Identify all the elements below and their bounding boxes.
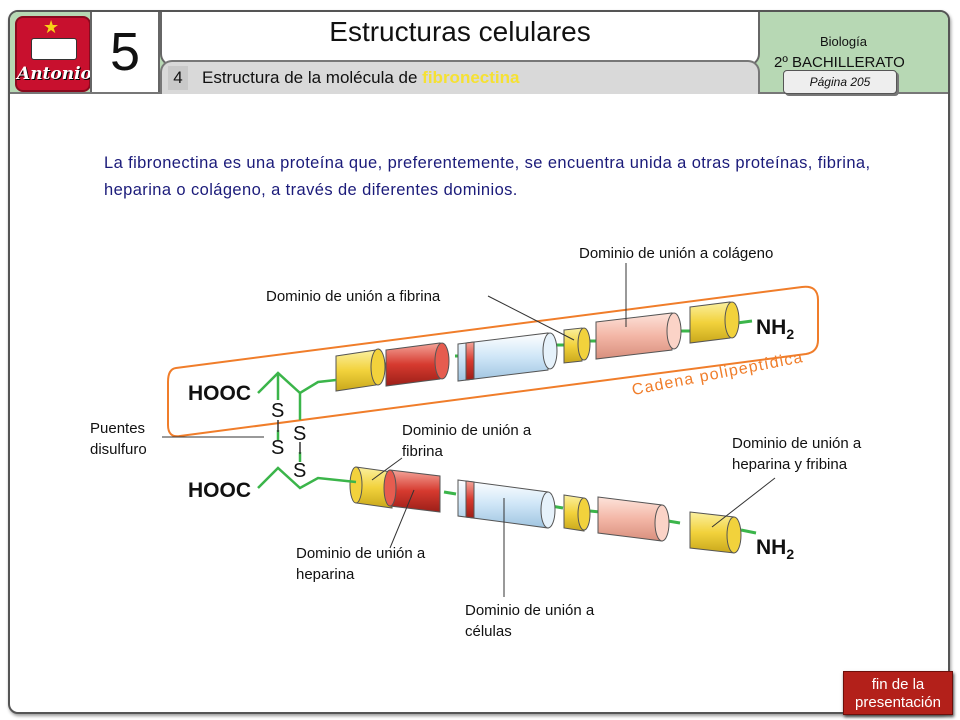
top-yellow-domain-2 [689, 301, 740, 344]
sulfur-2: S [293, 423, 306, 445]
bottom-yellow-domain-1 [349, 466, 393, 509]
bottom-heparin-domain [383, 469, 441, 513]
logo-area: ★ Antonio [10, 12, 92, 92]
label-disulfide-bridges: Puentes disulfuro [90, 420, 147, 458]
bottom-fibrin-domain [563, 494, 591, 532]
page-badge: Página 205 [783, 70, 897, 94]
end-button-line1: fin de la [871, 676, 925, 693]
star-icon: ★ [43, 17, 60, 37]
bottom-chain-cylinders [349, 466, 742, 554]
logo-text: Antonio [17, 64, 92, 84]
sulfur-4: S [293, 460, 306, 482]
nh2-top-main: NH [756, 316, 786, 339]
section-title: Estructura de la molécula de fibronectin… [202, 66, 519, 90]
sulfur-1: S [271, 400, 284, 422]
disulfide-bond-lines [257, 371, 357, 490]
bottom-collagen-domain [597, 496, 670, 542]
label-collagen-domain: Dominio de unión a colágeno [579, 245, 774, 262]
nh2-top: NH2 [756, 316, 794, 342]
leader-lines [162, 263, 776, 597]
nh2-bottom: NH2 [756, 536, 794, 562]
label-heparin-domain: Dominio de unión a heparina [296, 545, 426, 583]
subject-label: Biología [820, 34, 867, 49]
publisher-logo: ★ Antonio [15, 16, 92, 92]
section-title-prefix: Estructura de la molécula de [202, 68, 423, 87]
section-bar: 4 Estructura de la molécula de fibronect… [160, 60, 760, 94]
nh2-bottom-main: NH [756, 536, 786, 559]
end-button-line2: presentación [855, 694, 941, 711]
polypeptide-chain-outline [167, 285, 819, 438]
page-title: Estructuras celulares [329, 16, 591, 47]
cooh-top: HOOC [188, 382, 251, 405]
label-cell-domain: Dominio de unión a células [465, 602, 595, 640]
bottom-yellow-domain-2 [689, 511, 742, 554]
top-yellow-domain-1 [335, 348, 386, 392]
sulfur-3: S [271, 437, 284, 459]
end-presentation-button[interactable]: fin de la presentación [843, 671, 953, 715]
cooh-bottom: HOOC [188, 479, 251, 502]
nh2-bottom-sub: 2 [786, 546, 794, 562]
bottom-cell-domain [457, 479, 556, 529]
top-fibrin-domain [563, 327, 591, 364]
title-tab: Estructuras celulares [160, 12, 760, 66]
nh2-top-sub: 2 [786, 326, 794, 342]
label-heparin-fibrin-domain: Dominio de unión a heparina y fribina [732, 435, 862, 473]
intro-paragraph: La fibronectina es una proteína que, pre… [104, 154, 871, 199]
top-heparin-domain [385, 342, 450, 387]
disulfide-bond-lines-dark [277, 420, 301, 454]
label-fibrin-domain-bottom: Dominio de unión a fibrina [402, 422, 532, 460]
unit-number: 5 [109, 22, 141, 82]
label-fibrin-domain-top: Dominio de unión a fibrina [266, 288, 441, 305]
unit-number-box: 5 [90, 12, 160, 92]
section-title-highlight: fibronectina [422, 68, 520, 87]
book-icon [31, 38, 77, 60]
top-collagen-domain [595, 312, 682, 360]
slide-frame: ★ Antonio 5 Estructuras celulares 4 Estr… [8, 10, 950, 714]
course-label: 2º BACHILLERATO [774, 54, 905, 71]
section-number: 4 [168, 66, 188, 90]
top-cell-domain [457, 332, 558, 382]
